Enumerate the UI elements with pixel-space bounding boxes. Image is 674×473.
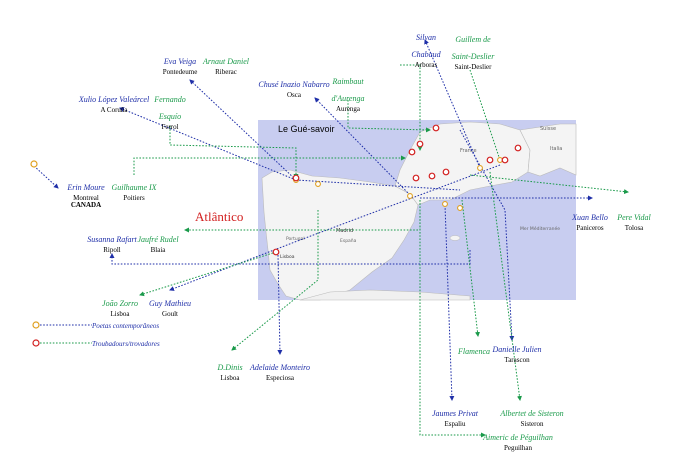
poet-label: D.Dinis Lisboa [217,363,243,382]
line-albertet [489,171,522,401]
line-guillem [469,69,501,161]
poet-label: Erin Moure Montreal CANADA [67,183,105,210]
poet-label: Guy Mathieu Goult [149,299,191,318]
legend-markers [32,321,92,347]
line-adelaide [277,254,283,355]
marker-red-7 [428,172,436,180]
poet-label: Xuan Bello Paniceros [572,213,608,232]
region-france: France [460,148,477,154]
region-madrid: Madrid [336,228,353,234]
marker-yellow-3 [315,181,321,187]
region-suisse: Suisse [540,126,556,132]
marker-yellow-5 [442,201,448,207]
line-erin [33,165,59,189]
line-susanna [109,250,471,265]
poet-label: Xulio López Valeárcel A Coruña [78,95,150,114]
marker-yellow-1 [30,160,38,168]
line-jaumes [444,204,455,401]
poet-label: João Zorro Lisboa [102,299,138,318]
marker-red-2 [272,248,280,256]
marker-red-4 [416,140,424,148]
poet-label: Adelaide Monteiro Especiosa [250,363,310,382]
line-silvan [424,39,481,169]
poet-label: Danielle Julien Tarascon [492,345,542,364]
line-guy [169,164,501,291]
legend-marker-troubadour [32,339,40,347]
marker-yellow-7 [477,165,483,171]
poet-label: Albertet de Sisteron Sisteron [500,409,564,428]
italy-land [519,123,577,177]
region-med: Mer Méditerranée [520,225,560,232]
map-corner-label: Le Gué-savoir [278,124,335,134]
poet-label: Arnaut Daniel Riberac [203,57,249,76]
poet-label: Jaufré Rudel Blaia [137,235,179,254]
line-joao [139,251,277,297]
region-portugal: Portugal [286,236,305,242]
poet-label: Pere Vidal Tolosa [617,213,651,232]
marker-red-10 [501,156,509,164]
marker-red-1 [292,174,300,182]
marker-red-6 [412,174,420,182]
marker-red-3 [408,148,416,156]
poet-label: Fernando Esquío Ferrol [154,95,186,131]
marker-yellow-4 [407,193,413,199]
poet-label: Guillem de Saint-Deslier Saint-Deslier [451,35,495,71]
line-fernando [169,126,299,179]
poet-label: Eva Veiga Pontedeume [162,57,198,76]
africa-land [299,289,471,301]
marker-red-11 [514,144,522,152]
line-chuse [314,97,411,196]
line-dinis [231,210,319,351]
marker-yellow-6 [457,205,463,211]
region-italia: Italia [550,146,562,152]
line-xulio [119,107,297,181]
line-flamenca [461,199,481,337]
region-lisboa: Lisboa [280,254,295,260]
marker-red-8 [442,168,450,176]
poet-label: Guilhaume IX Poitiers [111,183,157,202]
marker-red-5 [432,124,440,132]
iberia-land [261,169,419,301]
poet-label: Aimeric de Péguilhan Peguilhan [483,433,553,452]
region-espana: España [340,238,357,244]
poet-label: Chusé Inazio Nabarro Osca [258,80,330,99]
poet-label: Silvan Chabaud Arboras [411,33,441,69]
poet-label: Susanna Rafart Ripoll [87,235,137,254]
line-arnaut [400,64,423,151]
poet-label: Jaumes Privat Espaliu [432,409,478,428]
balearic-island [449,235,461,241]
marker-red-9 [486,156,494,164]
legend-troubadour-label: Troubadours/trovadores [92,340,160,348]
legend-contemporary-label: Poetas contemporâneos [92,322,160,330]
line-guilhaume [133,155,406,175]
line-pere [469,174,629,195]
line-aimeric [419,200,486,438]
legend-marker-contemporary [32,321,40,329]
poet-label: Raimbaut d'Aurenga Aurenga [331,77,365,113]
ocean-label: Atlântico [195,209,244,224]
poet-label: Flamenca [458,347,490,356]
